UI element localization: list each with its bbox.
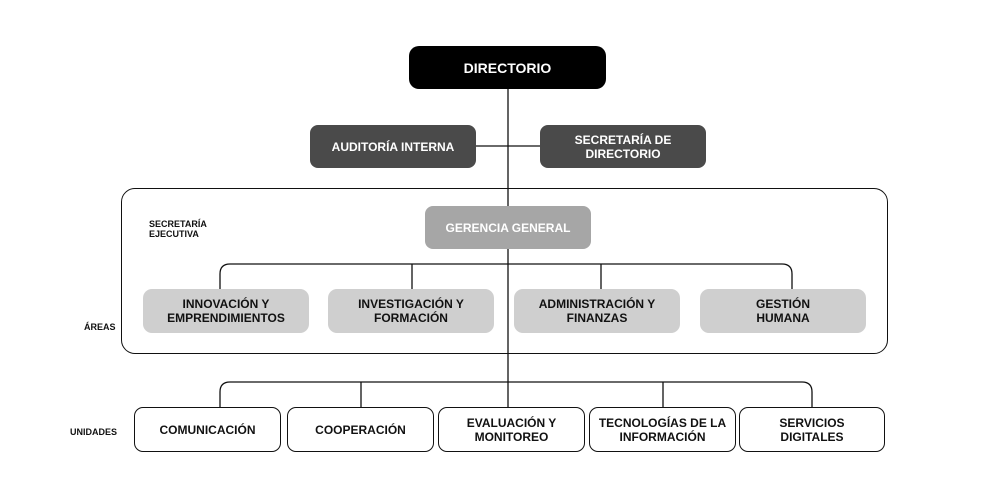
unidad-box-evaluacion: EVALUACIÓN Y MONITOREO (438, 407, 585, 452)
executive-frame (121, 188, 888, 354)
areas-label: ÁREAS (84, 322, 116, 332)
secretaria-directorio-box: SECRETARÍA DE DIRECTORIO (540, 125, 706, 168)
unidad-box-comunicacion: COMUNICACIÓN (134, 407, 281, 452)
secretaria-ejecutiva-label: SECRETARÍA EJECUTIVA (149, 219, 207, 239)
unidades-bracket (219, 381, 813, 408)
area-box-innovacion: INNOVACIÓN Y EMPRENDIMIENTOS (143, 289, 309, 333)
areas-bracket (219, 263, 793, 290)
area-box-investigacion: INVESTIGACIÓN Y FORMACIÓN (328, 289, 494, 333)
directorio-box: DIRECTORIO (409, 46, 606, 89)
unidades-label: UNIDADES (70, 427, 118, 437)
area-box-gestion: GESTIÓN HUMANA (700, 289, 866, 333)
area-box-administracion: ADMINISTRACIÓN Y FINANZAS (514, 289, 680, 333)
unidad-box-cooperacion: COOPERACIÓN (287, 407, 434, 452)
auditoria-box: AUDITORÍA INTERNA (310, 125, 476, 168)
gerencia-box: GERENCIA GENERAL (425, 206, 591, 249)
unidad-box-servicios: SERVICIOS DIGITALES (739, 407, 885, 452)
unidad-box-tecnologias: TECNOLOGÍAS DE LA INFORMACIÓN (589, 407, 736, 452)
